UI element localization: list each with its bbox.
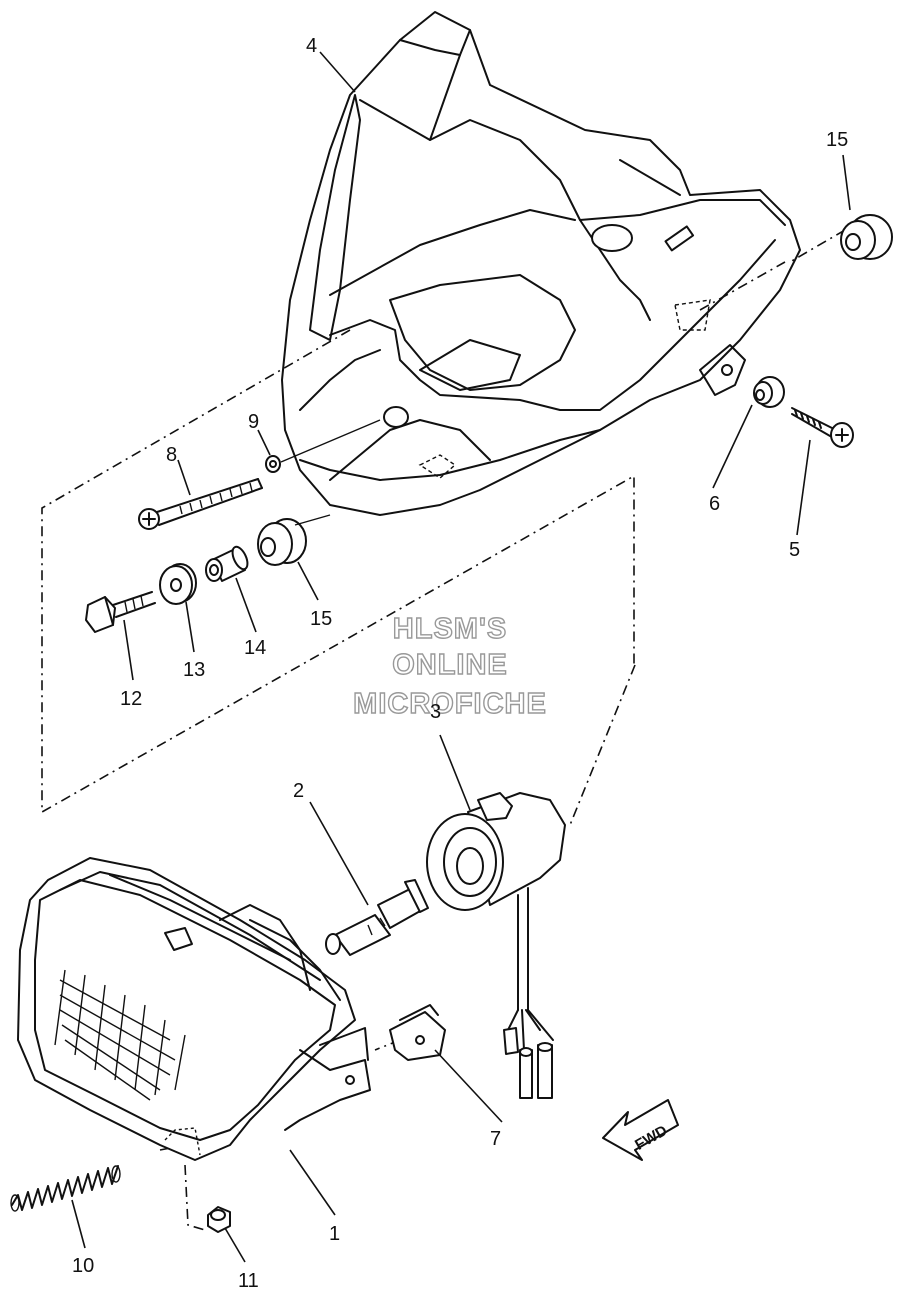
part-label-6: 6 [709, 493, 720, 515]
part-labels: 4 15 9 8 6 5 15 14 13 12 3 2 7 1 10 11 [72, 35, 848, 1292]
part-label-4: 4 [306, 35, 317, 57]
watermark-line-2: ONLINE [392, 649, 508, 681]
socket-3 [426, 792, 566, 1099]
watermark: HLSM'S ONLINE MICROFICHE [352, 612, 547, 720]
headlight-unit [17, 857, 371, 1161]
washer-13 [159, 563, 197, 605]
part-label-5: 5 [789, 539, 800, 561]
part-label-13: 13 [183, 659, 205, 681]
fwd-arrow: FWD [602, 1099, 679, 1161]
part-label-3: 3 [430, 701, 441, 723]
bolt-12 [85, 591, 156, 633]
part-label-10: 10 [72, 1255, 94, 1277]
nut-11 [207, 1206, 231, 1233]
washer-9 [265, 406, 409, 473]
leader-lines [71, 51, 851, 1263]
screw-5 [791, 407, 854, 448]
part-label-11: 11 [238, 1270, 259, 1292]
part-label-14: 14 [244, 637, 266, 659]
collar-14 [205, 545, 249, 582]
collar-6 [753, 376, 785, 408]
part-label-2: 2 [293, 780, 304, 802]
spring-10 [10, 1165, 121, 1212]
bulb-2 [325, 879, 429, 956]
part-label-7: 7 [490, 1128, 501, 1150]
headlight-cover [281, 11, 801, 516]
grommet-15-top [840, 214, 893, 260]
bolt-8 [138, 478, 263, 530]
watermark-line-1: HLSM'S [393, 613, 507, 645]
part-label-15-mid: 15 [310, 608, 332, 630]
grommet-15-mid [257, 514, 331, 566]
part-label-1: 1 [329, 1223, 340, 1245]
part-label-8: 8 [166, 444, 177, 466]
lens-grid [54, 969, 186, 1101]
watermark-line-3: MICROFICHE [353, 688, 547, 720]
part-label-9: 9 [248, 411, 259, 433]
part-label-15-top: 15 [826, 129, 848, 151]
part-label-12: 12 [120, 688, 142, 710]
